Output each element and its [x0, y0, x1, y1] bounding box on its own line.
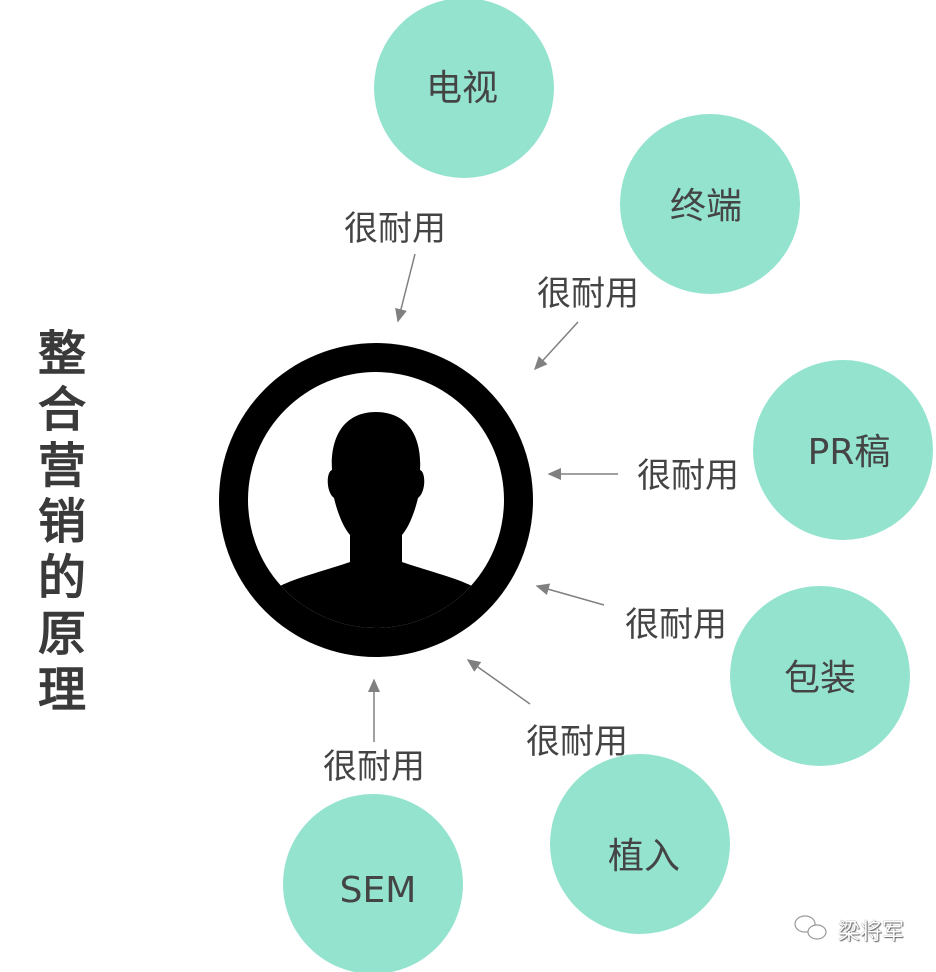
- relation-label: 很耐用: [625, 605, 727, 645]
- relation-label: 很耐用: [526, 722, 628, 762]
- arrow: [466, 659, 531, 705]
- relation-label: 很耐用: [537, 274, 639, 314]
- relation-label: 很耐用: [344, 209, 446, 249]
- arrow: [395, 253, 416, 323]
- arrow: [533, 321, 579, 371]
- node-terminal: 终端: [620, 114, 800, 294]
- relation-label: 很耐用: [323, 747, 425, 787]
- node-label: PR稿: [808, 432, 891, 473]
- node-label: SEM: [340, 870, 417, 911]
- relation-label: 很耐用: [637, 456, 739, 496]
- watermark: 梁将军: [838, 920, 905, 945]
- page-title: 整合营销的原理: [37, 326, 86, 718]
- node-label: 包装: [784, 658, 856, 699]
- node-placement: 植入: [550, 754, 730, 934]
- node-label: 植入: [608, 836, 680, 877]
- center-avatar: [219, 343, 533, 657]
- node-pr: PR稿: [753, 360, 933, 540]
- node-tv: 电视: [374, 0, 554, 178]
- node-sem: SEM: [283, 794, 463, 972]
- person-icon: [280, 412, 472, 628]
- wechat-icon: [794, 915, 827, 940]
- arrow: [535, 583, 605, 606]
- node-label: 电视: [426, 68, 498, 109]
- node-label: 终端: [670, 186, 742, 227]
- node-packaging: 包装: [730, 586, 910, 766]
